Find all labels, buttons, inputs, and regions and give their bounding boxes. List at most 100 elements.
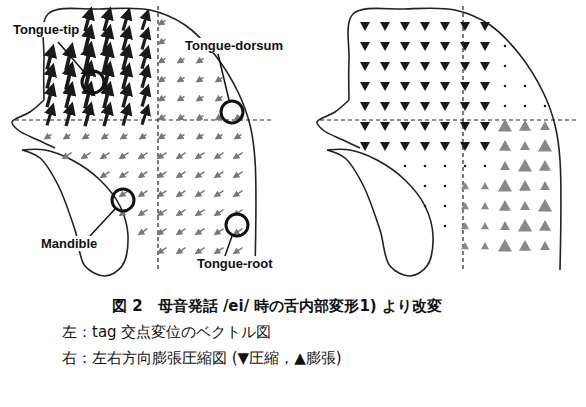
displacement-arrow [218,77,223,80]
neutral-dot [504,45,507,48]
neutral-dot [444,185,447,188]
compression-mark [360,62,370,71]
displacement-arrow [160,229,167,234]
expansion-mark [519,240,531,251]
compression-mark [480,142,490,151]
compression-mark [380,122,390,131]
displacement-arrow [237,134,242,137]
displacement-arrow [66,68,71,89]
displacement-arrow [161,134,166,137]
compression-mark [400,42,410,51]
expansion-mark [498,119,512,132]
displacement-arrow [122,153,129,158]
displacement-arrow [123,89,128,108]
compression-mark [460,102,470,111]
compression-mark [460,22,470,31]
compression-mark [480,82,490,91]
displacement-arrow [160,172,167,177]
compression-mark [400,82,410,91]
compression-mark [380,42,390,51]
strain-marks [360,22,552,252]
expansion-mark [538,139,552,152]
displacement-arrow [104,49,109,71]
displacement-arrow [160,210,167,215]
compression-mark [400,22,410,31]
compression-mark [440,102,450,111]
expansion-mark [518,219,532,232]
expansion-mark [500,161,510,170]
mandible-circle [112,189,134,211]
displacement-arrow [179,248,186,253]
compression-mark [420,82,430,91]
expansion-mark [519,180,531,191]
neutral-dot [464,165,467,168]
displacement-arrow [198,153,205,158]
displacement-arrow [141,172,148,177]
displacement-arrow [103,172,110,177]
compression-mark [400,102,410,111]
neutral-dot [424,205,427,208]
displacement-arrow [217,229,224,234]
displacement-arrow [180,77,185,80]
part-label: Tongue-tip [12,22,80,37]
displacement-arrow [123,32,128,51]
displacement-arrow [179,229,186,234]
compression-mark [480,122,490,131]
expansion-mark [539,220,551,231]
displacement-arrow [85,108,90,127]
displacement-arrow [218,134,223,137]
displacement-arrow [84,153,91,158]
displacement-arrow [180,96,185,99]
compression-mark [480,102,490,111]
displacement-arrow [217,248,224,253]
compression-mark [440,22,450,31]
displacement-arrow [142,51,147,69]
neutral-dot [444,225,447,228]
displacement-arrow [123,13,128,30]
compression-mark [400,142,410,151]
displacement-arrow [104,108,109,126]
displacement-arrow [198,248,205,253]
compression-mark [460,62,470,71]
expansion-mark [461,242,469,249]
mandible-outline [327,149,433,276]
compression-mark [400,62,410,71]
compression-mark [440,42,450,51]
compression-mark [420,42,430,51]
leader-lines [58,42,232,256]
displacement-arrow [180,134,185,137]
displacement-arrow [123,134,128,137]
expansion-mark [481,242,489,249]
displacement-arrow [47,69,52,88]
displacement-arrow [161,20,166,23]
neutral-dot [444,165,447,168]
displacement-arrow [161,39,166,42]
displacement-arrow [160,191,167,196]
displacement-arrow [198,229,205,234]
compression-mark [360,42,370,51]
expansion-mark [520,201,530,210]
neutral-dot [524,85,527,88]
displacement-arrow [141,153,148,158]
expansion-mark [540,121,550,130]
expansion-mark [461,202,469,209]
neutral-dot [484,165,487,168]
displacement-arrow [199,96,204,99]
compression-mark [460,142,470,151]
neutral-dot [424,165,427,168]
displacement-arrow [180,58,185,61]
displacement-arrow [104,31,109,51]
displacement-arrow [47,109,52,126]
lip-outline [317,100,360,148]
expansion-mark [481,222,489,229]
displacement-arrow [179,191,186,196]
displacement-arrow [236,153,243,158]
displacement-arrow [161,96,166,99]
displacement-arrow [217,210,224,215]
displacement-arrow [236,229,243,234]
displacement-arrow [85,13,90,31]
expansion-mark [499,140,511,151]
displacement-arrow [141,229,148,234]
displacement-arrow [198,210,205,215]
